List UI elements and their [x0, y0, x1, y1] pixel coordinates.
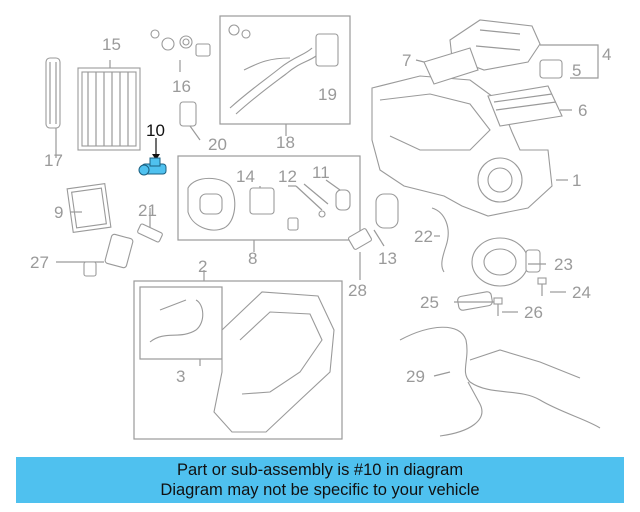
parts-diagram: 15 16 17 18 19 20 10 14 12 11 9 21 27 8 …	[30, 15, 611, 440]
callout-2: 2	[198, 257, 207, 276]
callout-16: 16	[172, 77, 191, 96]
callout-14: 14	[236, 167, 255, 186]
cable-3	[149, 299, 204, 343]
actuator-5	[539, 59, 563, 79]
callout-8: 8	[248, 249, 257, 268]
callout-10-highlighted: 10	[146, 121, 165, 140]
screw-24	[537, 277, 547, 296]
housing-lower-2	[213, 291, 335, 433]
callout-9: 9	[54, 203, 63, 222]
callout-15: 15	[102, 35, 121, 54]
connector-28	[348, 228, 372, 272]
fittings-kit	[150, 29, 211, 57]
cabin-filter-frame	[66, 182, 112, 234]
callout-13: 13	[378, 249, 397, 268]
hvac-housing	[371, 75, 553, 217]
sensor-27	[56, 233, 134, 277]
callout-1: 1	[572, 171, 581, 190]
callout-29: 29	[406, 367, 425, 386]
filter-6	[487, 85, 563, 127]
callout-20: 20	[208, 135, 227, 154]
hose-22	[431, 207, 449, 273]
callout-22: 22	[414, 227, 433, 246]
gasket-14	[187, 177, 236, 231]
resistor-25	[457, 291, 493, 311]
callout-28: 28	[348, 281, 367, 300]
callout-24: 24	[572, 283, 591, 302]
callout-3: 3	[176, 367, 185, 386]
group-box-3	[139, 286, 223, 360]
callout-26: 26	[524, 303, 543, 322]
harness-29	[399, 326, 601, 437]
clips-12	[287, 183, 329, 231]
callout-19: 19	[318, 85, 337, 104]
bracket-20	[179, 101, 197, 127]
highlighted-part-10	[138, 138, 167, 176]
callout-6: 6	[578, 101, 587, 120]
callout-11: 11	[312, 163, 330, 182]
group-box-2	[133, 280, 343, 440]
bracket-13	[375, 193, 399, 229]
blower-23	[471, 237, 541, 287]
sensor-21	[137, 212, 163, 243]
callout-12: 12	[278, 167, 297, 186]
callout-27: 27	[30, 253, 49, 272]
callout-18: 18	[276, 133, 295, 152]
callout-4: 4	[602, 45, 611, 64]
callout-23: 23	[554, 255, 573, 274]
callout-25: 25	[420, 293, 439, 312]
group-box-8	[177, 155, 361, 241]
callout-7: 7	[402, 51, 411, 70]
banner-line-part: Part or sub-assembly is #10 in diagram	[176, 461, 464, 479]
screw-26	[493, 297, 503, 316]
callout-21: 21	[138, 201, 157, 220]
ac-lines	[228, 24, 339, 115]
gasket-7	[423, 47, 479, 85]
banner-line-disclaimer: Diagram may not be specific to your vehi…	[160, 481, 480, 499]
callout-5: 5	[572, 61, 581, 80]
callout-17: 17	[44, 151, 63, 170]
valve-11	[335, 189, 351, 211]
info-banner: Part or sub-assembly is #10 in diagram D…	[16, 457, 624, 503]
seal-strip	[45, 57, 61, 129]
module-14	[249, 187, 275, 215]
evaporator-core	[77, 67, 141, 151]
group-box-18-19	[219, 15, 351, 125]
